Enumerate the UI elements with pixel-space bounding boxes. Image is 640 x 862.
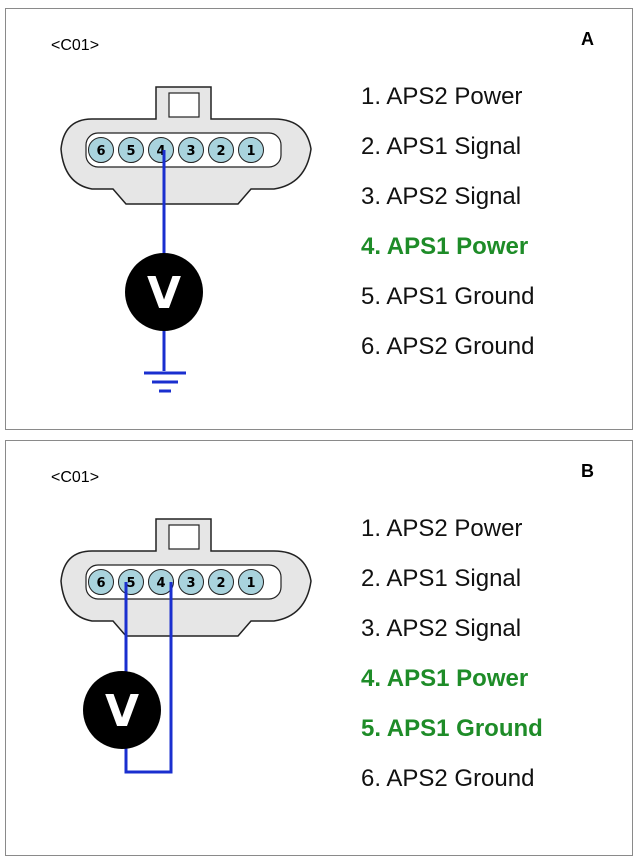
pin-legend: 1. APS2 Power 2. APS1 Signal 3. APS2 Sig…	[361, 79, 534, 379]
connector-id: <C01>	[51, 469, 100, 486]
connector-latch	[168, 92, 200, 118]
pin-4	[148, 137, 174, 163]
pin-6-label: 6	[96, 144, 105, 159]
pin-legend-item: 6. APS2 Ground	[361, 765, 535, 792]
pin-2	[208, 569, 234, 595]
pin-1	[238, 569, 264, 595]
pin-legend-item: 1. APS2 Power	[361, 515, 523, 542]
panel-b: <C01> B 6 5 4 3 2 1 V 1. APS2 Power 2. A…	[5, 440, 633, 856]
connector-diagram: 6 5 4 3 2 1 V	[60, 518, 312, 774]
voltmeter-label: V	[147, 268, 181, 319]
pin-legend-item: 6. APS2 Ground	[361, 333, 535, 360]
pin-1-label: 1	[246, 144, 255, 159]
panel-a: <C01> A 6 5 4 3 2 1 V	[5, 8, 633, 430]
pin-3	[178, 569, 204, 595]
connector-diagram: 6 5 4 3 2 1 V	[60, 86, 312, 393]
pin-1	[238, 137, 264, 163]
panel-letter: A	[581, 29, 594, 49]
connector-id: <C01>	[51, 37, 100, 54]
panel-letter: B	[581, 461, 594, 481]
pin-5	[118, 137, 144, 163]
pin-6-label: 6	[96, 576, 105, 591]
pin-legend-item: 2. APS1 Signal	[361, 133, 522, 160]
pin-2	[208, 137, 234, 163]
pin-4-label: 4	[156, 576, 165, 591]
pin-legend-item: 4. APS1 Power	[361, 665, 529, 692]
pin-3-label: 3	[186, 144, 195, 159]
pin-legend-item: 3. APS2 Signal	[361, 183, 522, 210]
pin-legend-item: 5. APS1 Ground	[361, 283, 535, 310]
pin-legend-item: 1. APS2 Power	[361, 83, 523, 110]
pin-4-label: 4	[156, 144, 165, 159]
pin-legend: 1. APS2 Power 2. APS1 Signal 3. APS2 Sig…	[361, 511, 543, 811]
pin-5-label: 5	[126, 144, 135, 159]
pin-5-label: 5	[126, 576, 135, 591]
pin-3	[178, 137, 204, 163]
pin-6	[88, 569, 114, 595]
voltmeter-label: V	[105, 686, 139, 737]
connector-latch	[168, 524, 200, 550]
pin-legend-item: 4. APS1 Power	[361, 233, 529, 260]
pin-row: 6 5 4 3 2 1	[88, 569, 264, 595]
pin-3-label: 3	[186, 576, 195, 591]
voltmeter-icon	[83, 671, 161, 749]
pin-2-label: 2	[216, 144, 225, 159]
pin-legend-item: 5. APS1 Ground	[361, 715, 543, 742]
probe-wire-pin4	[124, 582, 173, 774]
pin-2-label: 2	[216, 576, 225, 591]
pin-4	[148, 569, 174, 595]
voltmeter-icon	[125, 253, 203, 331]
pin-legend-item: 2. APS1 Signal	[361, 565, 522, 592]
pin-row: 6 5 4 3 2 1	[88, 137, 264, 163]
pin-6	[88, 137, 114, 163]
ground-icon	[144, 371, 186, 393]
pin-1-label: 1	[246, 576, 255, 591]
pin-legend-item: 3. APS2 Signal	[361, 615, 522, 642]
